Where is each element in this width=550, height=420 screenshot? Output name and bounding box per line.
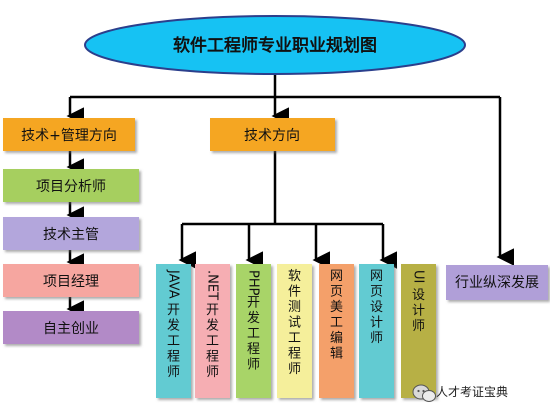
job-label: 软件测试工程师 — [288, 269, 301, 377]
job-label: 网页美工编辑 — [330, 269, 343, 362]
job-box — [319, 264, 354, 398]
job-box — [236, 264, 271, 398]
left-step-box — [3, 264, 139, 297]
connectors — [66, 72, 514, 318]
watermark-label: 人才考证宝典 — [436, 385, 508, 399]
job-node: UI 设计师 — [401, 264, 436, 398]
left-branch-label: 技术+管理方向 — [21, 128, 117, 144]
left-step-label: 项目分析师 — [36, 179, 106, 195]
job-node: JAVA 开发工程师 — [156, 264, 191, 398]
middle-jobs: JAVA开发工程师.NET开发工程师PHP开发工程师软件测试工程师网页美工编辑网… — [156, 264, 436, 398]
right-branch-node: 行业纵深发展 — [446, 265, 548, 300]
left-step: 技术主管 — [3, 217, 139, 250]
job-label-latin: PHP — [246, 270, 261, 296]
left-step-box — [3, 169, 139, 202]
job-label: 网页设计师 — [370, 269, 383, 346]
job-node: 网页美工编辑 — [319, 264, 354, 398]
right-branch-box — [446, 265, 548, 300]
job-label: 开发工程师 — [247, 296, 260, 373]
job-box — [359, 264, 394, 398]
left-branch-node: 技术+管理方向 — [3, 118, 135, 151]
left-step-label: 技术主管 — [43, 227, 99, 243]
job-box — [195, 264, 230, 398]
job-label: 开发工程师 — [206, 303, 219, 380]
left-step-box — [3, 311, 139, 344]
left-step-label: 项目经理 — [43, 274, 99, 290]
job-label-latin: UI — [411, 270, 426, 283]
title-node: 软件工程师专业职业规划图 — [84, 15, 466, 75]
job-label: 开发工程师 — [167, 303, 180, 380]
job-label-latin: .NET — [205, 270, 220, 300]
middle-branch-box — [210, 118, 335, 151]
left-step: 自主创业 — [3, 311, 139, 344]
watermark: 人才考证宝典 — [412, 384, 508, 402]
job-label-latin: JAVA — [166, 269, 181, 299]
middle-branch-node: 技术方向 — [210, 118, 335, 151]
middle-branch-label: 技术方向 — [244, 128, 300, 144]
left-step-label: 自主创业 — [43, 321, 99, 337]
job-node: .NET 开发工程师 — [195, 264, 230, 398]
left-step-box — [3, 217, 139, 250]
job-node: 网页设计师 — [359, 264, 394, 398]
right-branch-label: 行业纵深发展 — [455, 275, 539, 291]
left-step: 项目经理 — [3, 264, 139, 297]
title-ellipse — [84, 15, 466, 75]
left-step: 项目分析师 — [3, 169, 139, 202]
page-title: 软件工程师专业职业规划图 — [173, 35, 377, 56]
job-box — [277, 264, 312, 398]
job-box — [156, 264, 191, 398]
job-box — [401, 264, 436, 398]
left-branch-box — [3, 118, 135, 151]
wechat-icon — [412, 384, 436, 402]
job-label: 设计师 — [412, 288, 425, 334]
job-node: 软件测试工程师 — [277, 264, 312, 398]
